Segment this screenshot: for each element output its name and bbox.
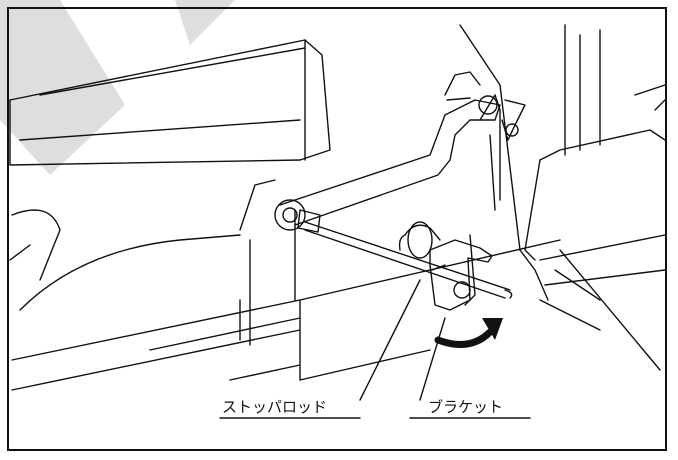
watermark [0, 0, 235, 175]
machine-body [9, 24, 666, 419]
bracket-label: ブラケット [428, 398, 503, 416]
figure-frame [7, 7, 667, 451]
rotation-arrow-icon [434, 318, 503, 348]
stopper-rod-label: ストッパロッド [222, 398, 327, 416]
